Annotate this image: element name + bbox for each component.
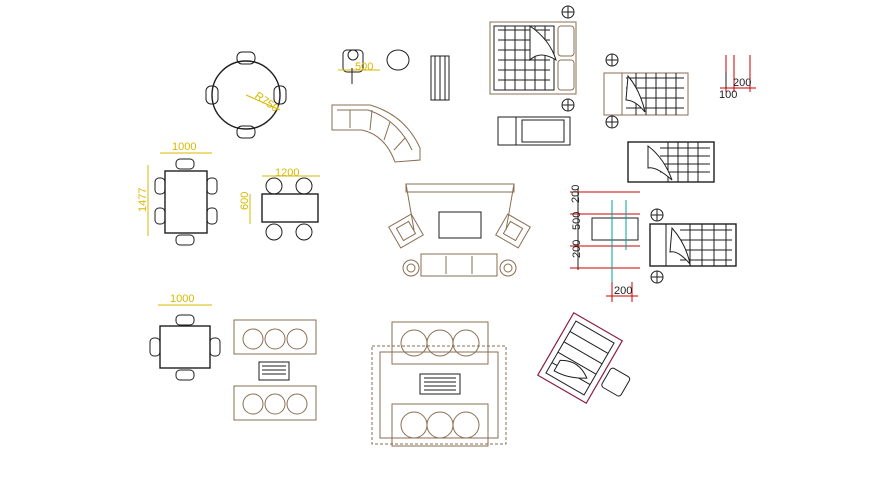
single-bed-upper — [603, 53, 689, 129]
square-dining-table-set — [149, 304, 221, 381]
shelf-unit — [430, 55, 450, 101]
large-sofa-set — [371, 321, 507, 447]
angled-bed — [536, 312, 631, 404]
opening-upper-label: 200 — [570, 185, 582, 203]
double-bed — [489, 5, 577, 146]
curved-sofa — [331, 104, 421, 163]
long-dining-table-set — [249, 175, 320, 241]
single-bed-middle — [627, 141, 715, 183]
door-dim-100-label: 100 — [719, 89, 737, 101]
single-bed-lower — [649, 208, 737, 284]
opening-dimension-detail — [570, 188, 640, 302]
armchair-width-label: 500 — [355, 61, 373, 73]
rect-table-length-label: 1477 — [137, 188, 149, 212]
rect-table-width-label: 1000 — [172, 141, 196, 153]
opening-mid-label: 500 — [571, 212, 583, 230]
opening-bottom-label: 200 — [614, 285, 632, 297]
door-dim-200-label: 200 — [733, 77, 751, 89]
small-sofa-set — [233, 319, 317, 421]
long-table-depth-label: 600 — [239, 192, 251, 210]
opening-lower-label: 200 — [571, 240, 583, 258]
door-dimension-markers — [720, 55, 756, 92]
square-table-width-label: 1000 — [170, 293, 194, 305]
armchair-pair — [338, 49, 410, 84]
round-dining-table-set — [205, 51, 287, 139]
living-room-set — [388, 183, 531, 277]
long-table-width-label: 1200 — [275, 167, 299, 179]
rect-dining-table-set — [147, 152, 218, 246]
